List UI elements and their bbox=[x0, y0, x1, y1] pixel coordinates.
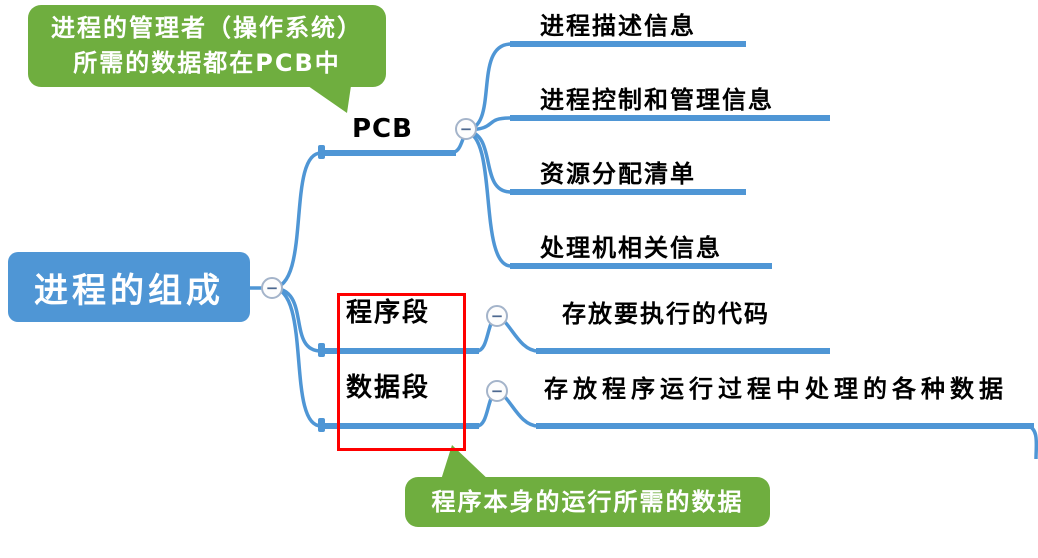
callout-top-tail bbox=[298, 79, 352, 113]
topic-pcb-child-description: 进程描述信息 bbox=[540, 12, 696, 40]
collapse-button-root[interactable]: − bbox=[261, 277, 283, 299]
topic-program-segment: 程序段 bbox=[346, 298, 431, 328]
topic-pcb: PCB bbox=[352, 114, 413, 144]
topic-data-segment-child: 存放程序运行过程中处理的各种数据 bbox=[544, 375, 1008, 403]
highlight-red-box bbox=[337, 293, 466, 451]
topic-pcb-child-resources: 资源分配清单 bbox=[540, 160, 696, 188]
callout-data-note-text: 程序本身的运行所需的数据 bbox=[431, 487, 744, 516]
callout-pcb-note: 进程的管理者（操作系统） 所需的数据都在PCB中 bbox=[28, 5, 386, 87]
callout-bottom-tail bbox=[440, 445, 492, 483]
collapse-button-program-segment[interactable]: − bbox=[486, 305, 508, 327]
callout-pcb-note-line2: 所需的数据都在PCB中 bbox=[73, 49, 341, 77]
minus-icon: − bbox=[490, 306, 504, 325]
minus-icon: − bbox=[459, 119, 473, 138]
callout-data-note: 程序本身的运行所需的数据 bbox=[405, 477, 770, 527]
line-start-ticks bbox=[318, 145, 325, 432]
topic-program-segment-child: 存放要执行的代码 bbox=[562, 300, 770, 328]
collapse-button-pcb[interactable]: − bbox=[455, 118, 477, 140]
topic-data-segment: 数据段 bbox=[346, 373, 431, 403]
root-topic: 进程的组成 bbox=[8, 252, 250, 322]
collapse-button-data-segment[interactable]: − bbox=[486, 380, 508, 402]
minus-icon: − bbox=[265, 278, 279, 297]
topic-underlines bbox=[320, 41, 1034, 429]
topic-pcb-child-control: 进程控制和管理信息 bbox=[540, 86, 774, 114]
callout-pcb-note-line1: 进程的管理者（操作系统） bbox=[51, 14, 363, 43]
minus-icon: − bbox=[490, 381, 504, 400]
root-topic-label: 进程的组成 bbox=[34, 270, 224, 311]
topic-pcb-child-processor: 处理机相关信息 bbox=[540, 234, 722, 262]
